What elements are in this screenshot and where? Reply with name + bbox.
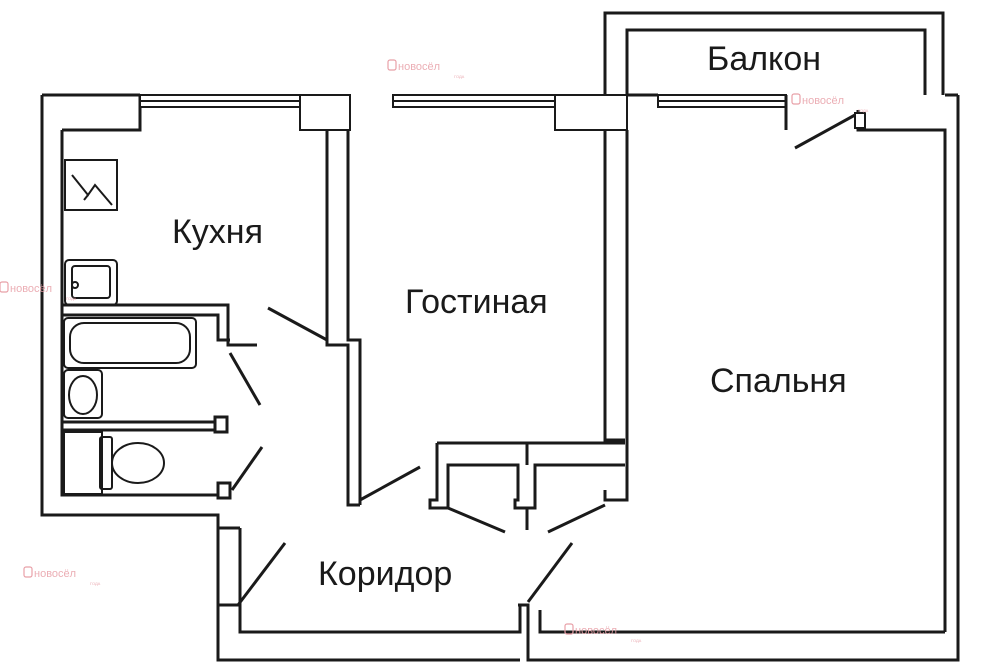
bathroom-door	[228, 352, 262, 406]
watermark-logo: новосёл ГОДА	[791, 93, 869, 113]
watermark-logo: новосёл ГОДА	[387, 59, 465, 79]
balcony-label: Балкон	[707, 40, 821, 78]
fixtures	[63, 159, 197, 495]
svg-text:ГОДА: ГОДА	[858, 108, 869, 113]
room-labels: Кухня Гостиная Спальня Балкон Коридор	[172, 40, 847, 593]
corridor-label: Коридор	[318, 555, 452, 593]
watermarks: новосёл ГОДА новосёл ГОДА новосёл ГОДА н…	[0, 59, 869, 643]
sink-icon	[64, 259, 118, 306]
svg-text:ГОДА: ГОДА	[90, 581, 101, 586]
toilet-icon	[63, 431, 165, 495]
closet-door-left	[447, 506, 506, 534]
svg-text:ГОДА: ГОДА	[454, 74, 465, 79]
watermark-logo: новосёл ГОДА	[0, 281, 77, 301]
watermark-logo: новосёл ГОДА	[23, 566, 101, 586]
closet-door-right	[547, 503, 606, 534]
entrance-door	[236, 542, 287, 606]
bathtub-icon	[63, 317, 197, 369]
svg-text:ГОДА: ГОДА	[66, 296, 77, 301]
stove-icon	[64, 159, 118, 211]
bedroom-door	[526, 542, 574, 603]
washbasin-icon	[63, 369, 103, 419]
balcony	[603, 11, 945, 95]
svg-text:ГОДА: ГОДА	[631, 638, 642, 643]
kitchen-label: Кухня	[172, 213, 263, 251]
living-room-door	[359, 465, 421, 502]
doors	[228, 306, 606, 606]
interior-walls	[62, 130, 629, 530]
svg-text:новосёл: новосёл	[398, 61, 440, 73]
balcony-door	[794, 112, 866, 150]
svg-text:новосёл: новосёл	[575, 625, 617, 637]
svg-text:новосёл: новосёл	[10, 283, 52, 295]
kitchen-door	[267, 306, 328, 342]
living-room-label: Гостиная	[405, 283, 548, 321]
toilet-door	[230, 446, 264, 491]
svg-text:новосёл: новосёл	[802, 95, 844, 107]
svg-text:новосёл: новосёл	[34, 568, 76, 580]
bedroom-label: Спальня	[710, 362, 847, 400]
windows	[139, 93, 788, 131]
watermark-logo: новосёл ГОДА	[564, 623, 642, 643]
